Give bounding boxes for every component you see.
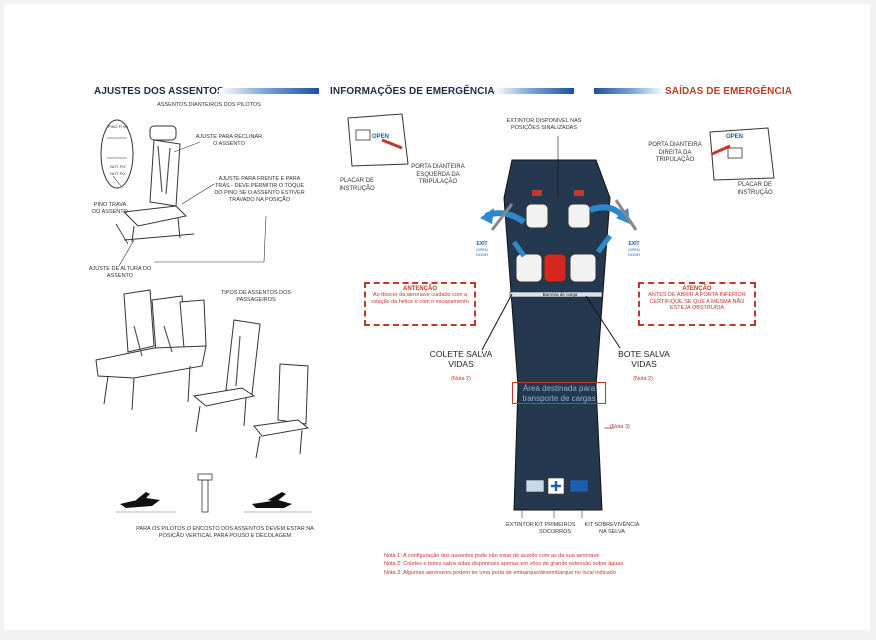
open-label-left: OPEN [372,134,390,140]
single-seat-illustration [192,319,261,433]
survival-kit-label: KIT SOBREVIVÊNCIA NA SELVA [584,522,640,535]
placard-left-label: PLACAR DE INSTRUÇÃO [339,178,375,192]
door-right-label: PORTA DIANTEIRA DIREITA DA TRIPULAÇÃO [648,142,702,163]
note-1: Nota 1: A configuração dos assentos pode… [384,553,600,559]
extinguisher-positions-label: EXTINTOR DISPONÍVEL NAS POSIÇÕES SINALIZ… [506,118,582,131]
life-vest-note: (Nota 2) [451,376,471,382]
first-aid-label: KIT PRIMEIROS SOCORROS [534,522,576,535]
header-bar [594,88,664,94]
seat-pin-gauge-illustration [100,119,134,189]
fore-aft-label: AJUSTE PARA FRENTE E PARA TRÁS - DEVE PE… [214,176,305,203]
folding-seat-illustration [253,363,310,459]
nota3-label: (Nota 3) [610,424,630,430]
cargo-area-label: Área destinada para transporte de cargas [512,382,606,404]
bench-seat-illustration [95,289,207,411]
door-left-label: PORTA DIANTEIRA ESQUERDA DA TRIPULAÇÃO [411,164,465,185]
header-bar [219,88,319,94]
warning-right-body: ANTES DE ABRIR A PORTA INFERIOR CERTIFIQ… [648,292,746,312]
gauge-label: NOT FIX [110,164,126,169]
extinguisher-label: EXTINTOR [506,522,534,528]
emergency-info-title: INFORMAÇÕES DE EMERGÊNCIA [330,86,495,97]
left-door-illustration [347,113,409,167]
warning-right: ATENÇÃO ANTES DE ABRIR A PORTA INFERIOR … [638,282,756,326]
cabin-layout-diagram [503,159,611,511]
gauge-label: NOT FIX [110,171,126,176]
recline-label: AJUSTE PARA RECLINAR O ASSENTO [195,134,263,147]
backrest-note: PARA OS PILOTOS O ENCOSTO DOS ASSENTOS D… [136,526,314,539]
warning-left: ANTENÇÃO Ao descer da aeronave cuidado c… [364,282,476,326]
note-2: Nota 2: Coletes e botes salva vidas disp… [384,561,624,568]
raft-label: BOTE SALVA VIDAS [618,349,670,369]
open-label-right: OPEN [726,134,744,140]
leader-lines [118,141,267,267]
height-adjust-label: AJUSTE DE ALTURA DO ASSENTO [88,266,152,279]
airplane-takeoff-illustration [116,473,312,513]
passenger-types-label: TIPOS DE ASSENTOS DOS PASSAGEIROS [220,290,292,303]
warning-right-title: ATENÇÃO [682,286,712,292]
pilot-seat-illustration [115,125,195,245]
emergency-exits-title: SAÍDAS DE EMERGÊNCIA [665,86,793,97]
notes-list: Nota 1: A configuração dos assentos pode… [384,552,623,577]
right-door-illustration [709,127,775,181]
exit-arrows [480,136,638,518]
emergency-card: AJUSTES DOS ASSENTOS INFORMAÇÕES DE EMER… [4,4,870,630]
life-vest-label: COLETE SALVA VIDAS [429,349,493,369]
front-seats-label: ASSENTOS DIANTEIROS DOS PILOTOS [157,102,261,108]
note-3: Nota 3: Algumas aeronaves podem ter uma … [384,569,616,576]
pin-lock-label: PINO TRAVA DO ASSENTO [92,202,128,215]
seat-adjust-title: AJUSTES DOS ASSENTOS [94,86,224,97]
raft-note: (Nota 2) [633,376,653,382]
header-bar [494,88,574,94]
warning-left-body: Ao descer da aeronave cuidado com a rota… [371,292,469,305]
cargo-barrier-label: Barreira de carga [542,292,578,297]
warning-left-title: ANTENÇÃO [403,286,437,292]
placard-right-label: PLACAR DE INSTRUÇÃO [737,182,773,196]
gauge-label: PINO FIXO [107,124,129,129]
